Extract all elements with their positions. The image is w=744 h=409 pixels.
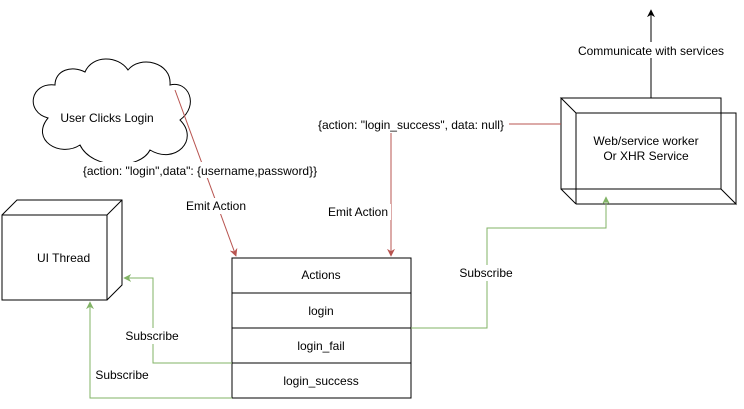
ui-thread-node: UI Thread [1,199,123,301]
cloud-label: User Clicks Login [60,111,153,125]
ui-thread-label: UI Thread [37,251,90,265]
label-success-payload: {action: "login_success", data: null} [318,118,504,132]
edge-emit-success [387,123,561,257]
ui-thread-box-front [1,214,108,301]
label-subscribe-fail: Subscribe [125,329,179,343]
edge-subscribe-fail [123,274,232,364]
action-item-login-success: login_success [283,374,358,388]
label-communicate: Communicate with services [578,44,724,58]
actions-header: Actions [301,268,340,282]
label-subscribe-worker: Subscribe [459,266,513,280]
label-subscribe-success: Subscribe [95,368,149,382]
edge-subscribe-success [86,301,232,399]
edge-subscribe-worker [411,196,610,329]
label-login-payload: {action: "login",data": {username,passwo… [83,164,317,178]
action-item-login: login [308,304,333,318]
label-emit-action-right: Emit Action [328,205,388,219]
worker-box-front [560,97,722,190]
actions-node: Actions login login_fail login_success [231,257,412,399]
worker-label-line1: Web/service worker [593,134,698,148]
action-item-login-fail: login_fail [297,339,344,353]
cloud-node: User Clicks Login [32,58,191,165]
label-emit-action-left: Emit Action [186,199,246,213]
worker-node: Web/service worker Or XHR Service [559,97,737,206]
cloud-shape [32,58,191,165]
worker-label-line2: Or XHR Service [603,149,689,163]
